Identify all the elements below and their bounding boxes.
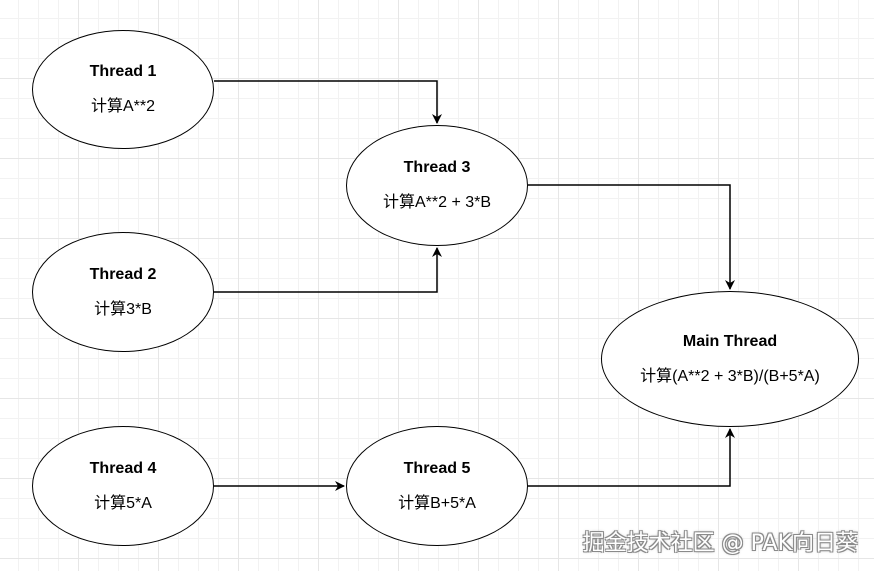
edge-thread3-to-main <box>528 184 735 290</box>
node-description: 计算B+5*A <box>398 494 476 512</box>
node-description: 计算(A**2 + 3*B)/(B+5*A) <box>640 367 820 385</box>
node-description: 计算3*B <box>94 300 152 318</box>
edge-thread2-to-thread3 <box>214 247 442 293</box>
node-description: 计算A**2 + 3*B <box>382 194 492 211</box>
node-title: Main Thread <box>682 332 778 350</box>
edge-thread1-to-thread3 <box>214 80 442 124</box>
node-thread-3[interactable]: Thread 3 计算A**2 + 3*B <box>346 125 528 246</box>
node-thread-2[interactable]: Thread 2 计算3*B <box>32 232 214 352</box>
node-title: Thread 5 <box>403 459 471 477</box>
node-title: Thread 4 <box>89 459 157 477</box>
node-title: Thread 1 <box>89 63 157 80</box>
node-description: 计算A**2 <box>90 98 156 115</box>
node-title: Thread 3 <box>403 159 471 176</box>
node-description: 计算5*A <box>94 494 152 512</box>
node-main-thread[interactable]: Main Thread 计算(A**2 + 3*B)/(B+5*A) <box>601 291 859 427</box>
edge-thread5-to-main <box>528 428 735 487</box>
node-title: Thread 2 <box>89 265 157 283</box>
watermark: 掘金技术社区 @ PAK向日葵 <box>582 531 858 556</box>
node-thread-4[interactable]: Thread 4 计算5*A <box>32 426 214 546</box>
node-thread-1[interactable]: Thread 1 计算A**2 <box>32 30 214 149</box>
node-thread-5[interactable]: Thread 5 计算B+5*A <box>346 426 528 546</box>
